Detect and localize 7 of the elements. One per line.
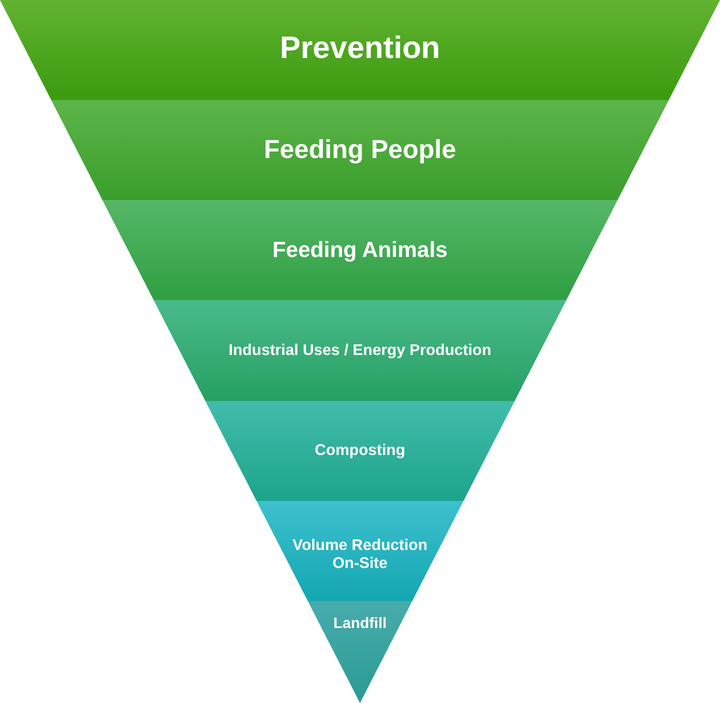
tier-label: Landfill: [333, 615, 387, 633]
tier-label: Industrial Uses / Energy Production: [228, 342, 492, 360]
tier-label: Feeding Animals: [272, 237, 448, 263]
tier-label: Prevention: [280, 30, 440, 66]
tier-label: Feeding People: [264, 135, 456, 165]
tier-label: Composting: [314, 442, 406, 460]
tier-label: Volume Reduction On-Site: [292, 537, 428, 573]
